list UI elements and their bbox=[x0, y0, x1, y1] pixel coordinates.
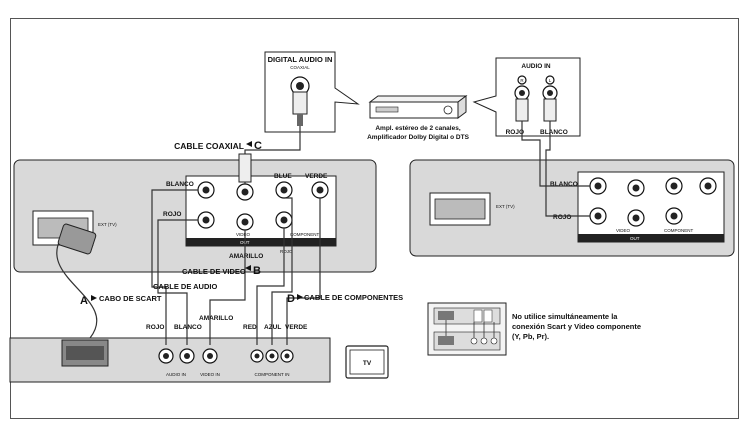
tv-video-in-label: VIDEO IN bbox=[200, 372, 220, 377]
audio-cable-right-red bbox=[545, 121, 590, 217]
scart-cable bbox=[56, 239, 98, 339]
cable-coaxial-label: CABLE COAXIAL bbox=[174, 141, 244, 151]
tv-icon: TV bbox=[345, 345, 389, 379]
arrow-left-icon-b bbox=[245, 265, 251, 271]
arrow-right-icon-a bbox=[91, 295, 97, 301]
amplifier-label-line2: Amplificador Dolby Digital o DTS bbox=[367, 134, 470, 141]
amplifier-label-line1: Ampl. estéreo de 2 canales, bbox=[375, 125, 460, 132]
cable-de-audio-label: CABLE DE AUDIO bbox=[153, 282, 217, 291]
note-line-3: (Y, Pb, Pr). bbox=[512, 332, 549, 341]
cabo-de-scart-label: CABO DE SCART bbox=[99, 294, 162, 303]
scart-port-right bbox=[434, 198, 486, 220]
out-label-right: OUT bbox=[630, 236, 640, 241]
component-cable-pb bbox=[271, 197, 293, 345]
coaxial-port-label: COAXIAL bbox=[290, 65, 310, 70]
verde-label-left: VERDE bbox=[305, 173, 328, 180]
verde-label-tv: VERDE bbox=[285, 324, 308, 331]
video-cable bbox=[209, 230, 246, 345]
audio-in-callout: AUDIO IN R L ROJO BLANCO bbox=[472, 57, 581, 137]
component-cable-y bbox=[286, 198, 321, 345]
component-label-left: COMPONENT bbox=[290, 232, 320, 237]
letter-d: D bbox=[287, 293, 295, 305]
video-label-right: VIDEO bbox=[616, 228, 631, 233]
amplifier: Ampl. estéreo de 2 canales, Amplificador… bbox=[367, 95, 470, 141]
audio-cable-right-white bbox=[521, 121, 590, 187]
digital-audio-in-callout: DIGITAL AUDIO IN COAXIAL bbox=[264, 51, 360, 133]
component-cable-pr bbox=[256, 228, 285, 345]
rojo-label-left: ROJO bbox=[163, 211, 181, 218]
rojo-label-right: ROJO bbox=[553, 214, 571, 221]
cable-de-componentes-label: CABLE DE COMPONENTES bbox=[304, 293, 403, 302]
tv-label: TV bbox=[363, 360, 372, 367]
svg-text:R: R bbox=[520, 78, 524, 83]
letter-b: B bbox=[253, 265, 261, 277]
audio-cable-white bbox=[151, 189, 198, 345]
amarillo-label-tv: AMARILLO bbox=[199, 315, 233, 322]
audio-in-label: AUDIO IN bbox=[521, 63, 551, 70]
digital-audio-in-label: DIGITAL AUDIO IN bbox=[268, 55, 333, 64]
player-back-panel-left: EXT (TV) OUT COMPONENT VIDEO bbox=[13, 159, 377, 273]
tv-back-panel: AUDIO IN VIDEO IN COMPONENT IN bbox=[9, 337, 331, 383]
note-box bbox=[427, 302, 507, 356]
red-label-tv: RED bbox=[243, 324, 257, 331]
azul-label-tv: AZUL bbox=[264, 324, 281, 331]
audio-in-rojo-label: ROJO bbox=[506, 129, 524, 136]
tv-component-in-label: COMPONENT IN bbox=[255, 372, 290, 377]
svg-text:L: L bbox=[549, 78, 552, 83]
rojo-label-tv: ROJO bbox=[146, 324, 164, 331]
tv-audio-in-label: AUDIO IN bbox=[166, 372, 186, 377]
arrow-left-icon bbox=[246, 141, 252, 147]
blanco-label-right: BLANCO bbox=[550, 181, 578, 188]
letter-c: C bbox=[254, 140, 262, 152]
blue-label: BLUE bbox=[274, 173, 292, 180]
component-label-right: COMPONENT bbox=[664, 228, 694, 233]
arrow-right-icon-d bbox=[297, 294, 303, 300]
coaxial-plug bbox=[292, 91, 308, 115]
ext-tv-label: EXT (TV) bbox=[98, 222, 117, 227]
amarillo-label-panel: AMARILLO bbox=[229, 253, 263, 260]
letter-a: A bbox=[80, 295, 88, 307]
cable-de-video-label: CABLE DE VIDEO bbox=[182, 267, 246, 276]
video-label-left: VIDEO bbox=[236, 232, 251, 237]
blanco-label-tv: BLANCO bbox=[174, 324, 202, 331]
audio-in-blanco-label: BLANCO bbox=[540, 129, 568, 136]
note-line-1: No utilice simultáneamente la bbox=[512, 312, 618, 321]
diagram-frame bbox=[10, 18, 739, 419]
rojo-small-label: ROJO bbox=[280, 249, 293, 254]
ext-tv-label-right: EXT (TV) bbox=[496, 204, 515, 209]
player-back-panel-right: EXT (TV) OUT COMPONENT VIDEO bbox=[409, 159, 735, 257]
note-line-2: conexión Scart y Video componente bbox=[512, 322, 641, 331]
blanco-label-left: BLANCO bbox=[166, 181, 194, 188]
audio-cable-red bbox=[157, 219, 198, 345]
